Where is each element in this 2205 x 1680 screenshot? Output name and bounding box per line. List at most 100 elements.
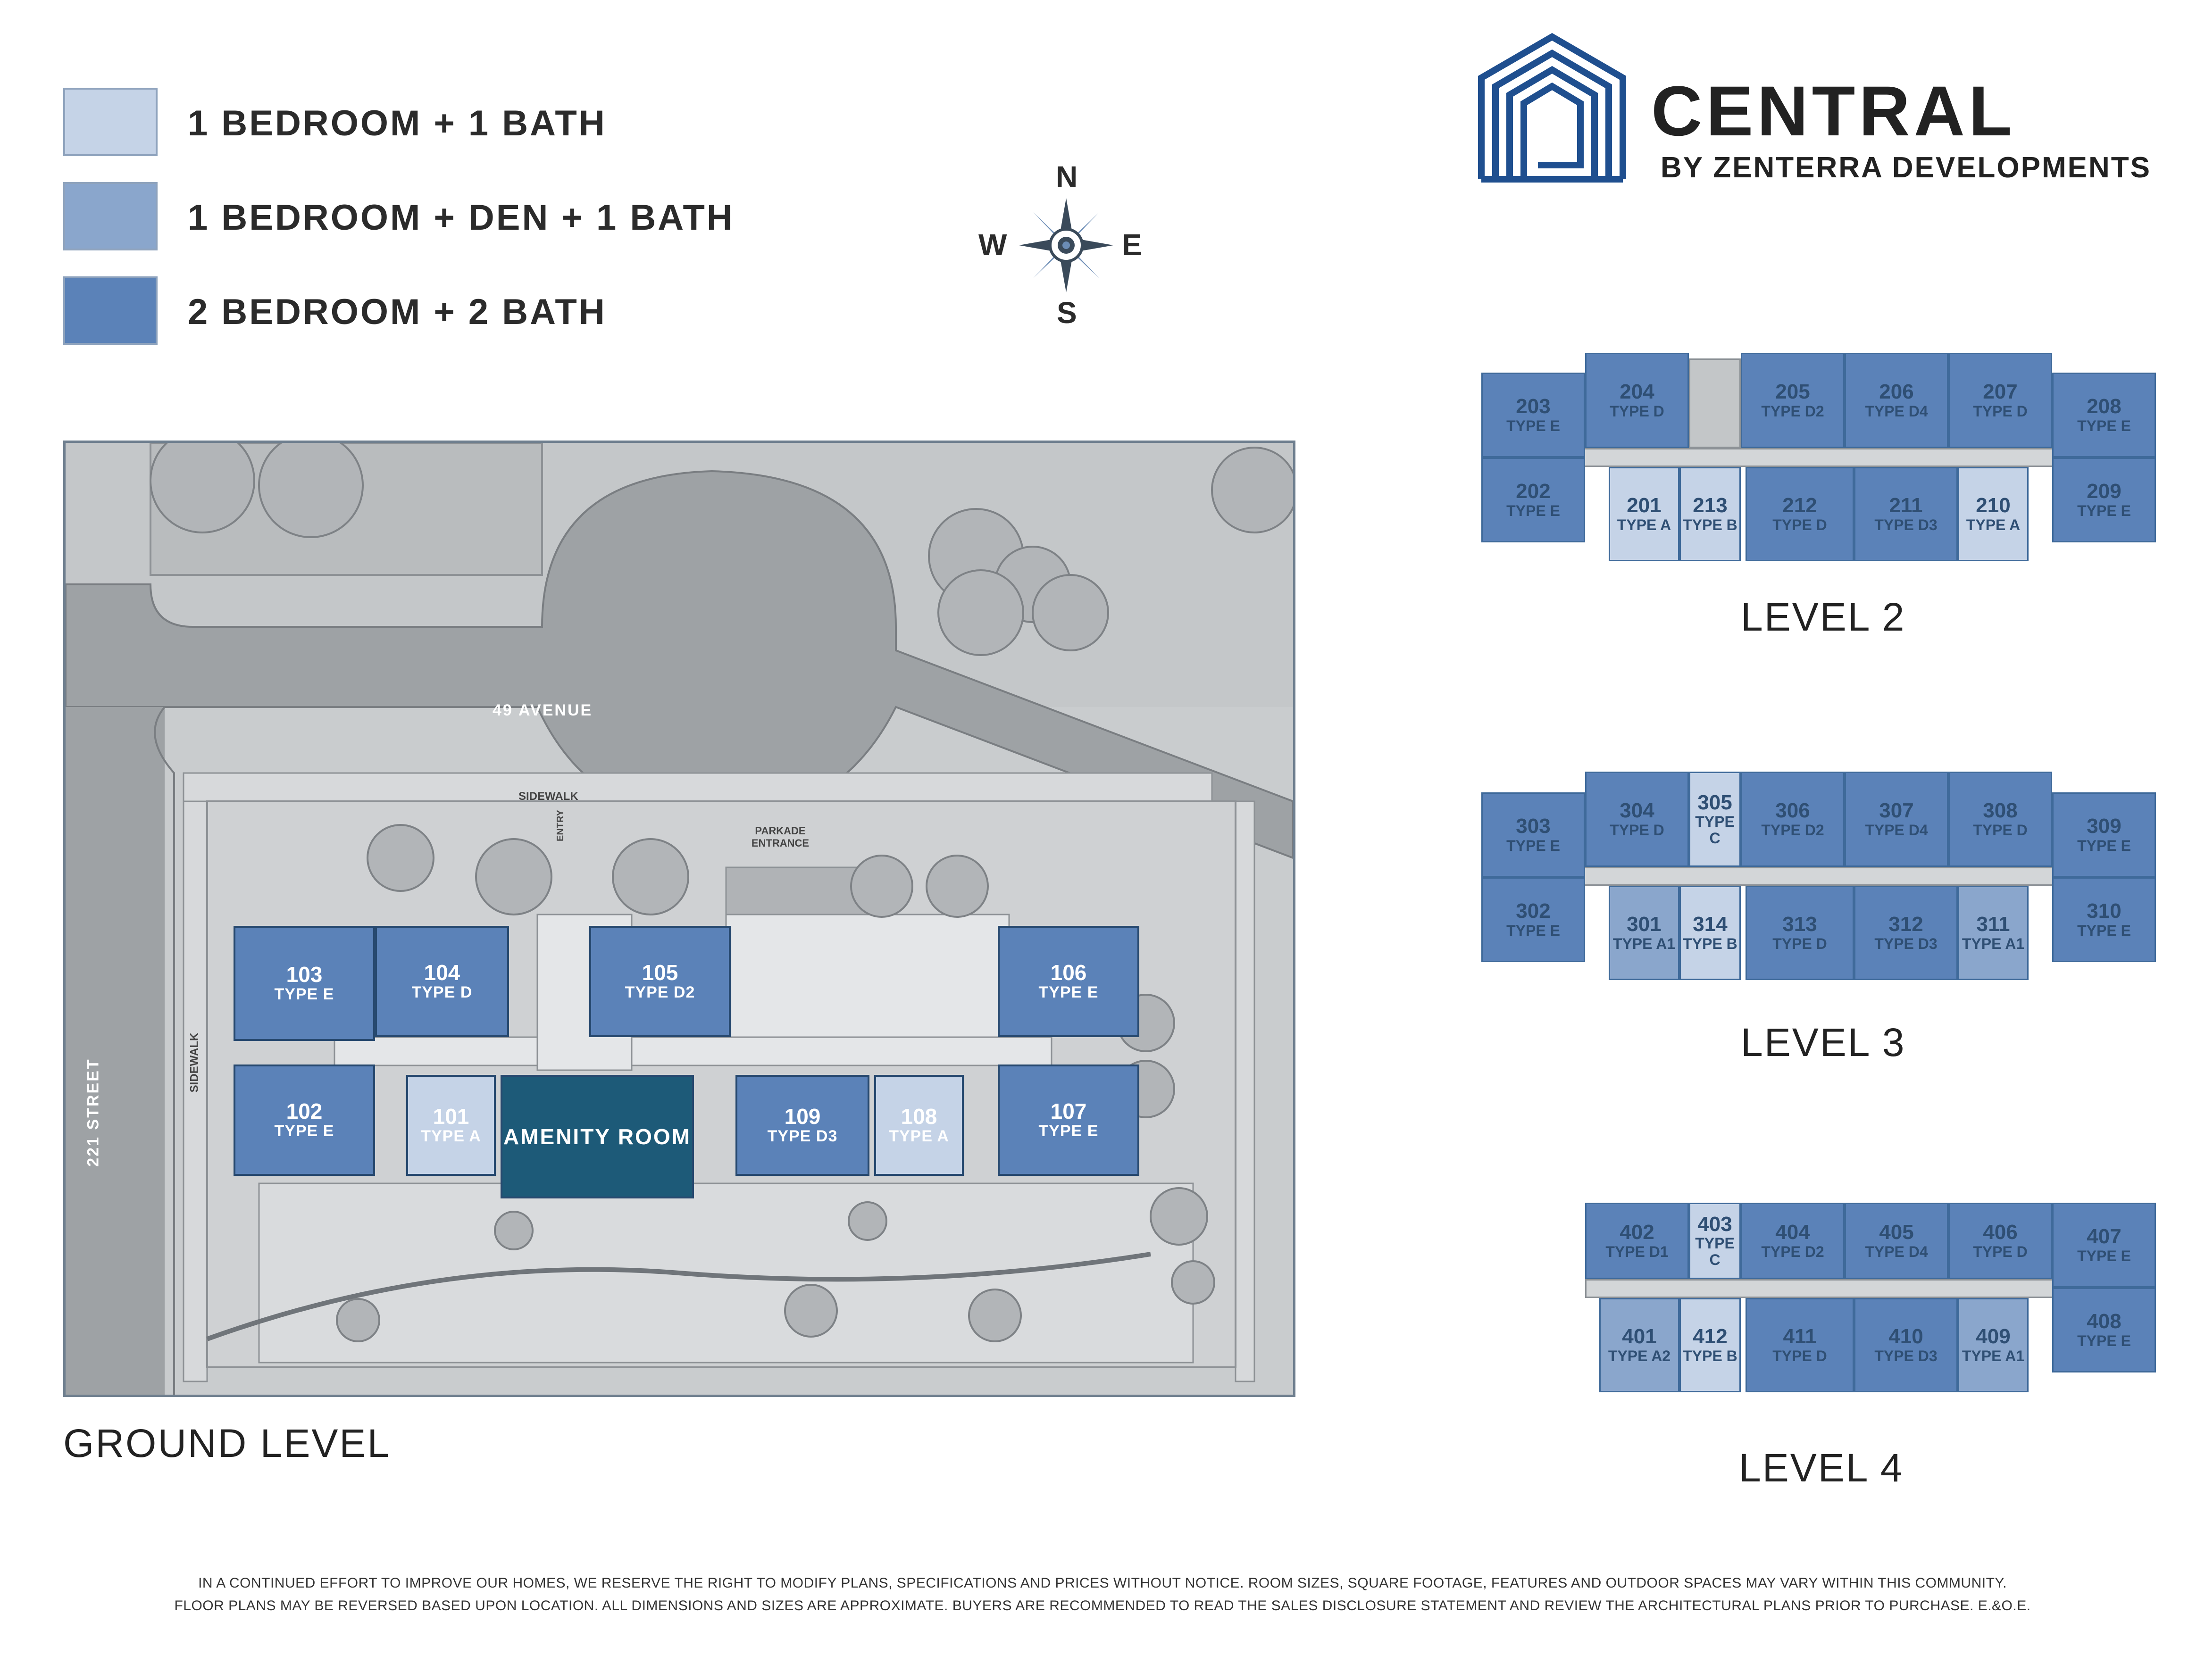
unit-number: 205 [1775,380,1810,404]
unit-type: TYPE D [1610,821,1664,839]
avenue-label: 49 AVENUE [493,701,593,719]
unit-number: 406 [1983,1221,2018,1244]
unit-number: 308 [1983,799,2018,823]
unit-type: TYPE A [1617,516,1671,533]
brand-title: CENTRAL [1651,71,2016,150]
sidewalk-top-label: SIDEWALK [518,790,578,803]
unit-number: 105 [642,960,678,985]
unit-type: TYPE D3 [1874,516,1938,533]
entry-label: ENTRY [555,809,566,842]
street-label: 221 STREET [84,1058,102,1167]
parkade-entrance-label: PARKADE ENTRANCE [751,825,810,849]
unit-number: 102 [286,1099,323,1124]
unit-type: TYPE D3 [767,1127,838,1146]
unit-number: 407 [2087,1225,2121,1248]
unit-number: 401 [1622,1325,1657,1348]
unit-number: 210 [1976,494,2011,517]
unit-type: TYPE C [1695,1234,1735,1269]
unit-number: 104 [424,960,460,985]
unit-number: 311 [1976,913,2010,936]
amenity-room[interactable]: AMENITY ROOM [501,1075,694,1198]
unit-type: TYPE D4 [1865,821,1928,839]
unit-type: TYPE D [1610,402,1664,420]
level-3-title: LEVEL 3 [1741,1020,1906,1065]
unit-number: 209 [2087,480,2121,503]
unit-type: TYPE A1 [1962,1347,2025,1364]
unit-number: 403 [1697,1212,1732,1236]
brand-subtitle: BY ZENTERRA DEVELOPMENTS [1661,151,2151,184]
level-2-title: LEVEL 2 [1741,595,1906,639]
unit-type: TYPE A1 [1612,935,1676,952]
legend-swatch-1bed-den [63,182,158,250]
central-logo-icon [1478,33,1626,183]
unit-number: 402 [1620,1221,1654,1244]
unit-type: TYPE D4 [1865,1243,1928,1260]
unit-number: 207 [1983,380,2018,404]
unit-type: TYPE D [1772,516,1827,533]
unit-number: 409 [1976,1325,2011,1348]
unit-number: 302 [1516,899,1551,923]
amenity-room-label: AMENITY ROOM [503,1124,692,1149]
unit-number: 106 [1050,960,1087,985]
unit-number: 404 [1775,1221,1810,1244]
level-4-title: LEVEL 4 [1739,1446,1904,1490]
unit-type: TYPE E [1506,837,1560,854]
unit-type: TYPE D2 [1761,402,1824,420]
unit-number: 306 [1775,799,1810,823]
unit-number: 307 [1879,799,1914,823]
unit-type: TYPE E [274,985,334,1004]
corridor [1566,448,2076,467]
unit-number: 305 [1697,790,1732,814]
unit-number: 101 [433,1104,469,1129]
unit-type: TYPE D3 [1874,935,1938,952]
